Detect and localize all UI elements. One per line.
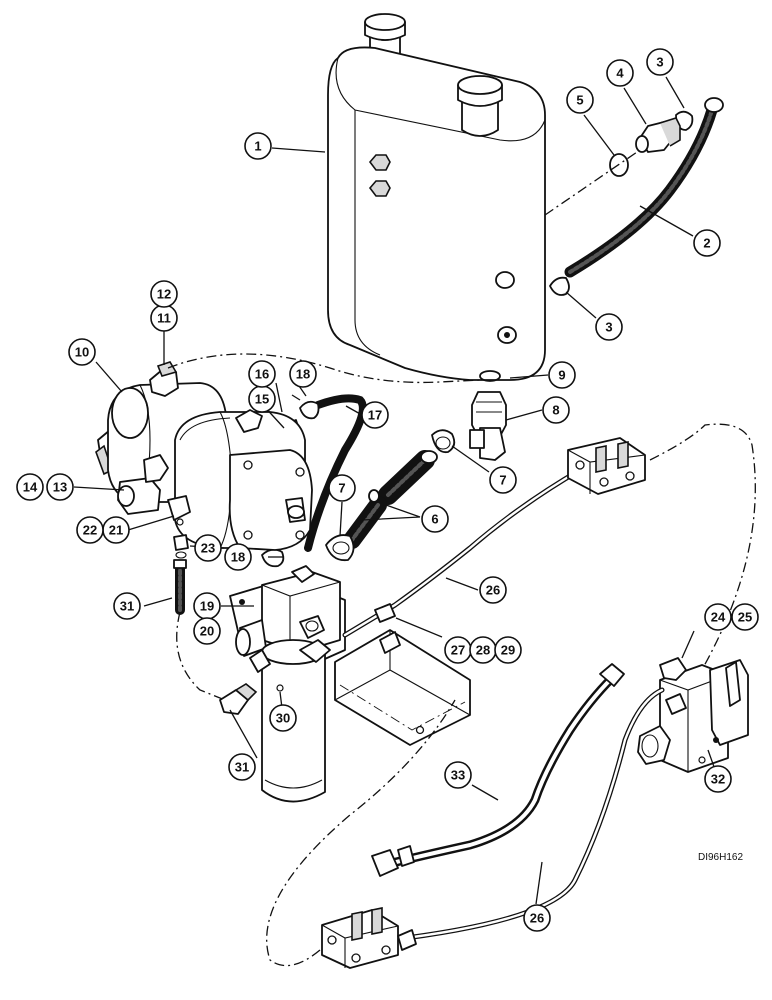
callout-33: 33 — [444, 761, 472, 789]
svg-text:17: 17 — [368, 408, 382, 423]
svg-text:18: 18 — [231, 550, 245, 565]
svg-text:26: 26 — [486, 583, 500, 598]
callout-10: 10 — [68, 338, 96, 366]
svg-text:32: 32 — [711, 772, 725, 787]
svg-text:7: 7 — [338, 481, 345, 496]
svg-text:18: 18 — [296, 367, 310, 382]
callout-4: 4 — [606, 59, 634, 87]
callout-3-top: 3 — [646, 48, 674, 76]
callout-16: 16 — [248, 360, 276, 388]
hose-33 — [371, 663, 625, 877]
pump-assembly — [95, 361, 313, 551]
svg-text:26: 26 — [530, 911, 544, 926]
mounting-block-upper — [567, 437, 646, 495]
svg-text:23: 23 — [201, 541, 215, 556]
svg-text:7: 7 — [499, 473, 506, 488]
svg-text:30: 30 — [276, 711, 290, 726]
callout-19: 19 — [193, 592, 221, 620]
callout-8: 8 — [542, 396, 570, 424]
svg-text:5: 5 — [576, 93, 583, 108]
callout-2: 2 — [693, 229, 721, 257]
callout-15: 15 — [248, 385, 276, 413]
callout-20: 20 — [193, 617, 221, 645]
callout-31-top: 31 — [113, 592, 141, 620]
callout-17: 17 — [361, 401, 389, 429]
svg-text:29: 29 — [501, 643, 515, 658]
suction-hoses — [325, 429, 456, 562]
svg-text:33: 33 — [451, 768, 465, 783]
callout-21: 21 — [102, 516, 130, 544]
callout-25: 25 — [731, 603, 759, 631]
svg-text:15: 15 — [255, 392, 269, 407]
svg-text:1: 1 — [254, 139, 261, 154]
svg-text:10: 10 — [75, 345, 89, 360]
callout-1: 1 — [244, 132, 272, 160]
callout-12: 12 — [150, 280, 178, 308]
callout-14: 14 — [16, 473, 44, 501]
hydraulic-tube-lower — [387, 687, 665, 943]
callout-26-bottom: 26 — [523, 904, 551, 932]
hydraulic-tube-upper — [342, 467, 583, 638]
callout-9: 9 — [548, 361, 576, 389]
callout-31-bottom: 31 — [228, 753, 256, 781]
callout-7-right: 7 — [489, 466, 517, 494]
valve-32 — [637, 657, 749, 773]
callout-24: 24 — [704, 603, 732, 631]
callout-18-top: 18 — [289, 360, 317, 388]
callout-23: 23 — [194, 534, 222, 562]
callout-13: 13 — [46, 473, 74, 501]
callout-3-bottom: 3 — [595, 313, 623, 341]
callout-22: 22 — [76, 516, 104, 544]
mounting-block-lower — [321, 907, 417, 969]
callout-11: 11 — [150, 304, 178, 332]
svg-text:28: 28 — [476, 643, 490, 658]
svg-text:11: 11 — [157, 311, 171, 326]
leader-lines — [73, 76, 719, 905]
svg-text:19: 19 — [200, 599, 214, 614]
svg-text:9: 9 — [558, 368, 565, 383]
svg-text:24: 24 — [711, 610, 726, 625]
callout-6: 6 — [421, 505, 449, 533]
return-hose-assembly — [549, 97, 724, 296]
svg-text:21: 21 — [109, 523, 123, 538]
svg-text:3: 3 — [605, 320, 612, 335]
svg-text:20: 20 — [200, 624, 214, 639]
svg-text:6: 6 — [431, 512, 438, 527]
svg-text:16: 16 — [255, 367, 269, 382]
elbow-fitting — [469, 370, 507, 461]
callout-29: 29 — [494, 636, 522, 664]
callout-26-top: 26 — [479, 576, 507, 604]
svg-text:22: 22 — [83, 523, 97, 538]
reservoir-tank — [327, 13, 546, 381]
svg-text:8: 8 — [552, 403, 559, 418]
svg-text:25: 25 — [738, 610, 752, 625]
callout-28: 28 — [469, 636, 497, 664]
svg-text:12: 12 — [157, 287, 171, 302]
callout-27: 27 — [444, 636, 472, 664]
svg-text:31: 31 — [120, 599, 134, 614]
svg-text:13: 13 — [53, 480, 67, 495]
callout-30: 30 — [269, 704, 297, 732]
gauge-hose — [173, 559, 187, 615]
callout-32: 32 — [704, 765, 732, 793]
callout-7-left: 7 — [328, 474, 356, 502]
svg-text:27: 27 — [451, 643, 465, 658]
callout-5: 5 — [566, 86, 594, 114]
callout-18-bottom: 18 — [224, 543, 252, 571]
svg-text:2: 2 — [703, 236, 710, 251]
svg-text:14: 14 — [23, 480, 38, 495]
valve-block-and-filter — [229, 565, 471, 803]
svg-text:4: 4 — [616, 66, 624, 81]
svg-text:31: 31 — [235, 760, 249, 775]
drawing-code: DI96H162 — [698, 852, 743, 863]
svg-text:3: 3 — [656, 55, 663, 70]
